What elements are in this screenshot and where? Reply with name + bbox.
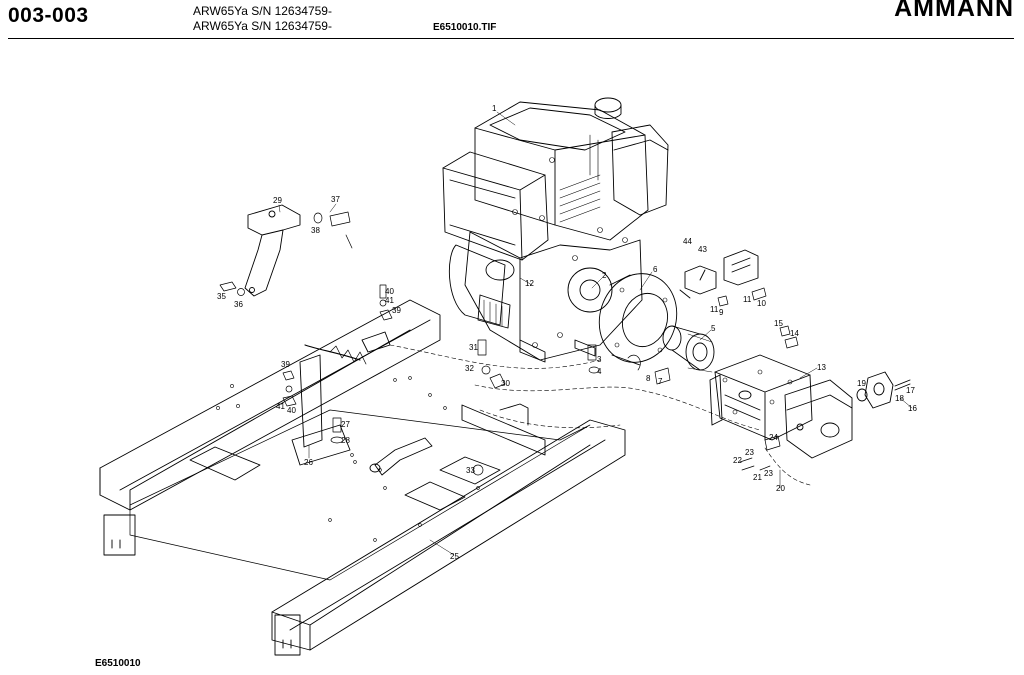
- throttle-cable: [291, 331, 433, 476]
- callout-22: 22: [733, 456, 742, 465]
- callout-27: 27: [341, 420, 350, 429]
- callout-39b: 39: [281, 360, 290, 369]
- callout-2: 2: [602, 271, 607, 280]
- cable-routing-dashed: [389, 344, 811, 486]
- callout-43: 43: [698, 245, 707, 254]
- callout-16: 16: [908, 404, 917, 413]
- callout-19: 19: [857, 379, 866, 388]
- fitting-assembly: [856, 371, 911, 409]
- callout-39a: 39: [392, 306, 401, 315]
- callout-40b: 40: [287, 406, 296, 415]
- callout-23a: 23: [745, 448, 754, 457]
- callout-26: 26: [304, 458, 313, 467]
- callout-24: 24: [769, 433, 778, 442]
- hardware: [219, 211, 799, 476]
- main-frame: [99, 299, 626, 656]
- callout-23b: 23: [764, 469, 773, 478]
- callout-7: 7: [658, 377, 663, 386]
- leader-lines: [278, 111, 913, 556]
- callout-32: 32: [465, 364, 474, 373]
- callout-14: 14: [790, 329, 799, 338]
- ammann-logo: AMMANN: [894, 0, 1014, 22]
- callout-33: 33: [466, 466, 475, 475]
- callout-36: 36: [234, 300, 243, 309]
- callout-labels: 1 2 3 4 5 6 7 8 9 10 11 11 12 13 14 15 1…: [217, 104, 917, 561]
- flywheel-housing: [598, 273, 678, 366]
- callout-31: 31: [469, 343, 478, 352]
- callout-1: 1: [492, 104, 497, 113]
- callout-10: 10: [757, 299, 766, 308]
- callout-44: 44: [683, 237, 692, 246]
- callout-4: 4: [597, 367, 602, 376]
- callout-12: 12: [525, 279, 534, 288]
- callout-11b: 11: [743, 295, 752, 304]
- callout-11a: 11: [710, 305, 719, 314]
- cable-bracket: [679, 249, 759, 299]
- callout-8: 8: [646, 374, 651, 383]
- hydraulic-pump: [709, 354, 853, 459]
- callout-6: 6: [653, 265, 658, 274]
- coupling: [662, 325, 715, 373]
- callout-38: 38: [311, 226, 320, 235]
- callout-29: 29: [273, 196, 282, 205]
- model-line-1: ARW65Ya S/N 12634759-: [193, 4, 332, 18]
- callout-37: 37: [331, 195, 340, 204]
- callout-18: 18: [895, 394, 904, 403]
- throttle-bracket: [244, 204, 301, 297]
- callout-5: 5: [711, 324, 716, 333]
- diesel-engine: [442, 97, 669, 363]
- callout-9: 9: [719, 308, 724, 317]
- callout-30: 30: [501, 379, 510, 388]
- callout-28: 28: [341, 436, 350, 445]
- sheet-code: 003-003: [8, 4, 89, 27]
- callout-41a: 41: [385, 296, 394, 305]
- callout-13: 13: [817, 363, 826, 372]
- callout-20: 20: [776, 484, 785, 493]
- header-rule: [8, 38, 1014, 39]
- callout-3: 3: [597, 355, 602, 364]
- callout-40a: 40: [385, 287, 394, 296]
- callout-15: 15: [774, 319, 783, 328]
- callout-21: 21: [753, 473, 762, 482]
- callout-41b: 41: [276, 402, 285, 411]
- callout-25: 25: [450, 552, 459, 561]
- callout-17: 17: [906, 386, 915, 395]
- model-line-2: ARW65Ya S/N 12634759-: [193, 19, 332, 33]
- callout-35: 35: [217, 292, 226, 301]
- file-name: E6510010.TIF: [433, 22, 497, 33]
- drawing-code: E6510010: [95, 658, 141, 669]
